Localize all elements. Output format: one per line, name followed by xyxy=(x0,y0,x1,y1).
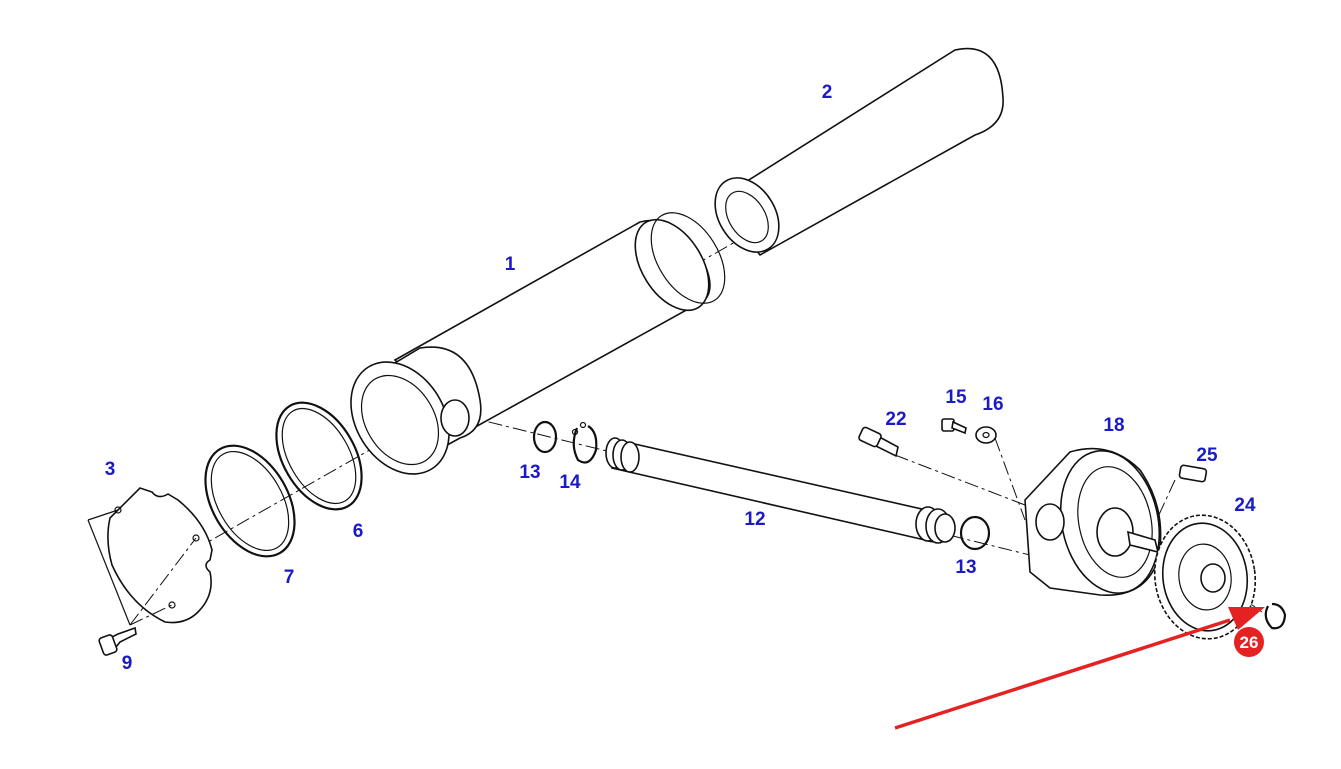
label-part-9: 9 xyxy=(122,653,133,674)
label-part-22: 22 xyxy=(885,409,906,430)
part-14-circlip xyxy=(571,421,598,464)
label-part-1: 1 xyxy=(505,254,516,275)
part-15-bolt xyxy=(941,418,967,435)
badge-26-text: 26 xyxy=(1240,633,1259,652)
part-13-ring-left xyxy=(532,420,558,454)
part-2-sleeve xyxy=(714,47,1004,257)
part-labels: 2 1 3 6 7 9 12 13 14 13 22 15 16 18 25 2… xyxy=(105,82,1256,674)
leader-lines-3 xyxy=(87,509,197,626)
label-part-13-left: 13 xyxy=(519,462,540,483)
part-13-ring-right xyxy=(959,515,991,551)
part-9-bolt xyxy=(98,626,137,656)
part-7-o-ring xyxy=(204,444,296,558)
part-24-gear xyxy=(1153,514,1257,640)
label-part-13-right: 13 xyxy=(955,557,976,578)
part-3-cover-plate xyxy=(107,487,213,624)
part-1-tube xyxy=(350,212,726,475)
bolt22-axis-line xyxy=(894,454,1026,506)
label-part-12: 12 xyxy=(744,509,765,530)
part-16-washer xyxy=(975,426,997,444)
label-part-16: 16 xyxy=(982,394,1003,415)
label-part-18: 18 xyxy=(1103,415,1124,436)
part-26-badge: 26 xyxy=(1234,627,1264,657)
part-26-circlip xyxy=(1264,602,1287,630)
part-25-key xyxy=(1178,464,1208,483)
label-part-25: 25 xyxy=(1196,445,1218,466)
part-7-o-ring-inner xyxy=(210,450,290,552)
label-part-15: 15 xyxy=(945,387,967,408)
part-18-housing xyxy=(1024,447,1162,596)
part-12-shaft xyxy=(605,437,956,544)
part-6-o-ring-inner xyxy=(281,407,357,505)
red-arrow-icon xyxy=(894,607,1265,730)
part-6-o-ring xyxy=(275,401,363,511)
label-part-24: 24 xyxy=(1234,495,1256,516)
bolt15-axis-line xyxy=(994,437,1026,521)
part-22-bolt xyxy=(858,426,899,458)
label-part-6: 6 xyxy=(353,521,364,542)
label-part-14: 14 xyxy=(559,472,581,493)
label-part-3: 3 xyxy=(105,459,116,480)
label-part-2: 2 xyxy=(822,82,833,103)
label-part-7: 7 xyxy=(284,567,295,588)
